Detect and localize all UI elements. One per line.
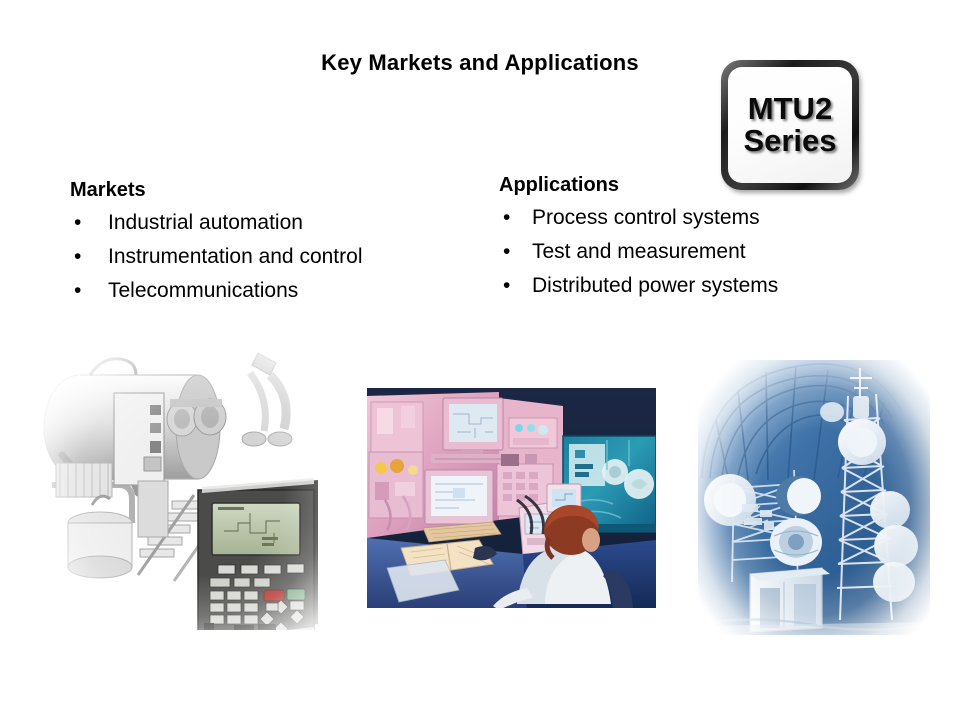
mtu2-series-logo: MTU2 Series [721,60,859,190]
list-item: • Instrumentation and control [70,240,490,274]
list-item-label: Test and measurement [532,240,746,263]
photo-feather-mask [22,335,342,630]
logo-line-product: MTU2 [747,91,833,127]
bullet-icon: • [503,240,511,263]
photo-feather-mask [698,360,930,635]
photo-industrial-machinery [22,335,342,630]
list-item: • Industrial automation [70,206,490,240]
logo-inner-panel: MTU2 Series [728,67,852,183]
markets-heading: Markets [70,179,146,201]
control-room-illustration [367,388,656,608]
industrial-machinery-illustration [22,335,342,630]
logo-line-series: Series [743,123,837,158]
applications-column: Applications • Process control systems •… [499,173,929,303]
list-item-label: Instrumentation and control [108,245,363,268]
list-item: • Test and measurement [499,235,929,269]
applications-heading: Applications [499,174,620,196]
list-item: • Process control systems [499,201,929,235]
list-item-label: Industrial automation [108,211,303,234]
bullet-icon: • [74,211,82,234]
applications-bullet-list: • Process control systems • Test and mea… [499,201,929,303]
list-item: • Distributed power systems [499,269,929,303]
telecom-towers-illustration [698,360,930,635]
bullet-icon: • [74,279,82,302]
list-item: • Telecommunications [70,274,490,308]
list-item-label: Process control systems [532,206,760,229]
bullet-icon: • [503,206,511,229]
markets-column: Markets • Industrial automation • Instru… [70,178,490,308]
photo-control-room [367,388,656,608]
bullet-icon: • [503,274,511,297]
photo-telecom-towers [698,360,930,635]
bullet-icon: • [74,245,82,268]
list-item-label: Distributed power systems [532,274,779,297]
page-title: Key Markets and Applications [321,50,639,75]
markets-bullet-list: • Industrial automation • Instrumentatio… [70,206,490,308]
list-item-label: Telecommunications [108,279,299,302]
